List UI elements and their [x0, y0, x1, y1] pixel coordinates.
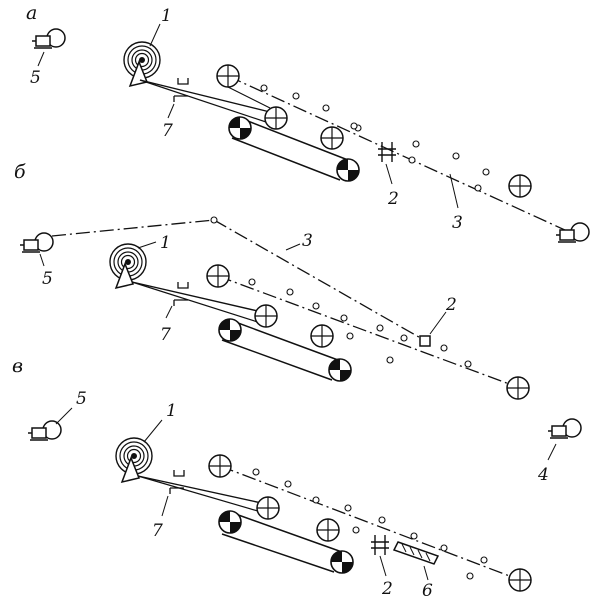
roller-icon: [376, 324, 384, 332]
roller-icon: [312, 302, 320, 310]
roller-icon: [452, 152, 460, 160]
label-1: 1: [161, 6, 172, 26]
roller-icon: [400, 334, 408, 342]
clamp-icon: [419, 335, 431, 347]
roller-icon: [466, 572, 474, 580]
pulley-icon: [264, 106, 288, 130]
pulley-icon: [508, 568, 532, 592]
roller-icon: [378, 516, 386, 524]
label-2: 2: [445, 295, 457, 315]
panel-b: б 5 3 1 7 2: [14, 161, 530, 400]
pulley-icon: [206, 264, 230, 288]
label-6: 6: [422, 581, 433, 600]
drive-drum-icon: [336, 158, 360, 182]
roller-icon: [312, 496, 320, 504]
roller-icon: [284, 480, 292, 488]
label-3: 3: [452, 213, 463, 233]
roller-icon: [286, 288, 294, 296]
winch-icon: [31, 28, 66, 49]
pulley-icon: [508, 174, 532, 198]
label-1: 1: [160, 233, 171, 253]
label-7: 7: [160, 325, 171, 345]
roller-icon: [210, 216, 218, 224]
roller-icon: [352, 526, 360, 534]
label-4: 4: [537, 465, 549, 485]
label-3: 3: [302, 231, 313, 251]
roller-icon: [292, 92, 300, 100]
roller-icon: [252, 468, 260, 476]
label-2: 2: [381, 579, 393, 599]
roller-icon: [482, 168, 490, 176]
panel-b-letter: б: [14, 161, 26, 183]
roller-icon: [480, 556, 488, 564]
winch-icon: [555, 222, 590, 243]
panel-c: в 5 4 1 7 2: [12, 355, 582, 601]
pulley-icon: [320, 126, 344, 150]
panel-a-letter: а: [26, 2, 37, 24]
label-5: 5: [30, 68, 41, 88]
roller-icon: [412, 140, 420, 148]
winch-icon: [547, 418, 582, 439]
roller-icon: [346, 332, 354, 340]
pulley-icon: [310, 324, 334, 348]
roller-icon: [248, 278, 256, 286]
roller-icon: [408, 156, 416, 164]
label-1: 1: [166, 401, 177, 421]
label-7: 7: [162, 121, 173, 141]
label-2: 2: [387, 189, 399, 209]
pulley-icon: [208, 454, 232, 478]
pulley-icon: [216, 64, 240, 88]
roller-icon: [260, 84, 268, 92]
label-5: 5: [42, 269, 53, 289]
pulley-icon: [316, 518, 340, 542]
roller-icon: [474, 184, 482, 192]
pulley-icon: [506, 376, 530, 400]
drive-drum-icon: [228, 116, 252, 140]
roller-icon: [464, 360, 472, 368]
coil-reel-icon: [115, 437, 153, 483]
roller-icon: [410, 532, 418, 540]
pulley-icon: [254, 304, 278, 328]
label-7: 7: [152, 521, 163, 541]
drive-drum-icon: [328, 358, 352, 382]
clamp-icon: [370, 534, 390, 556]
roller-icon: [340, 314, 348, 322]
roller-icon: [386, 356, 394, 364]
roller-icon: [344, 504, 352, 512]
drive-drum-icon: [330, 550, 354, 574]
roller-icon: [350, 122, 358, 130]
coil-reel-icon: [123, 41, 161, 87]
coil-reel-icon: [109, 243, 147, 289]
drive-drum-icon: [218, 510, 242, 534]
panel-c-letter: в: [12, 355, 23, 377]
guide-icon: [169, 469, 185, 495]
label-5: 5: [76, 389, 87, 409]
winch-icon: [19, 232, 54, 253]
plate-icon: [392, 541, 440, 565]
roller-icon: [322, 104, 330, 112]
roller-icon: [440, 544, 448, 552]
roller-icon: [440, 344, 448, 352]
pulley-icon: [256, 496, 280, 520]
drive-drum-icon: [218, 318, 242, 342]
panel-a: а 5 1 7 2 3: [26, 2, 590, 243]
